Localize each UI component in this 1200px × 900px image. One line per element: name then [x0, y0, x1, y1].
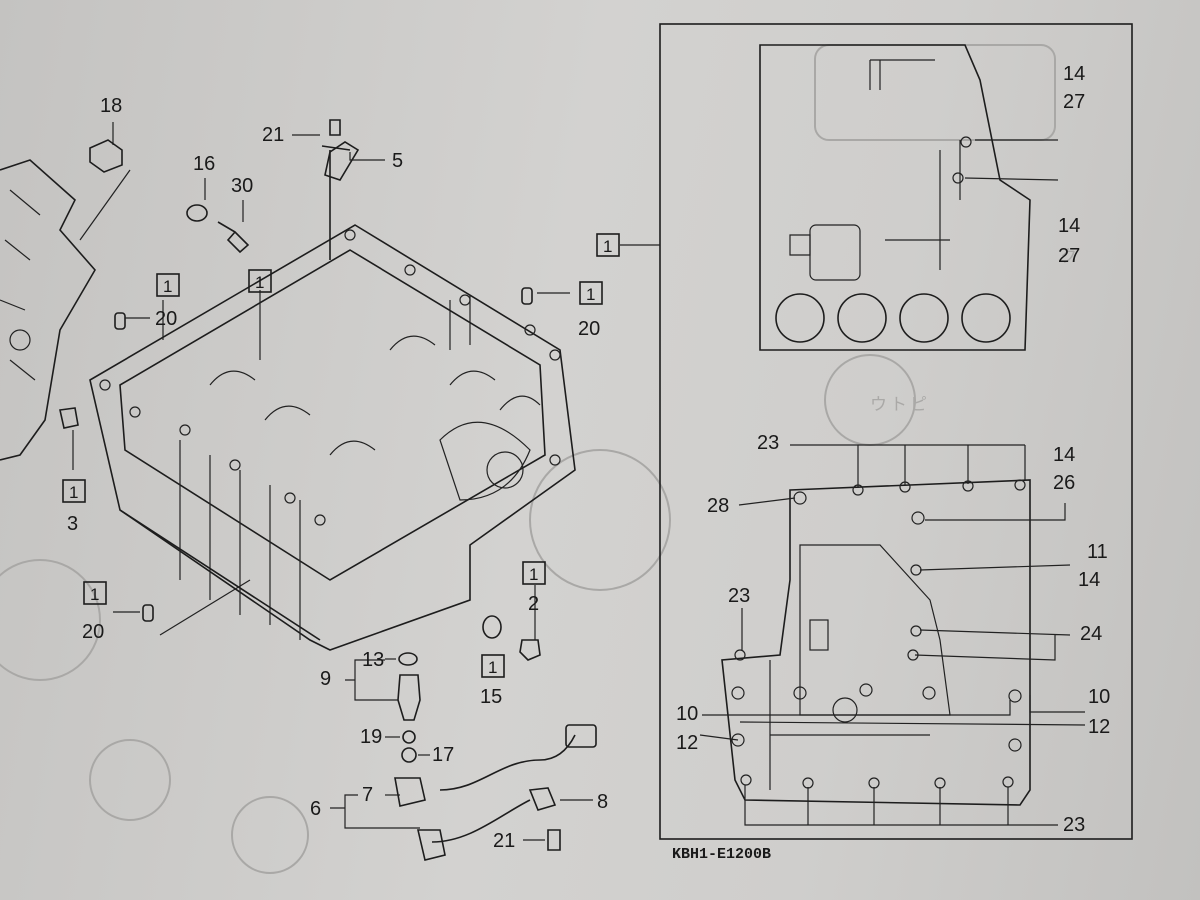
callout-17: 17 [432, 744, 454, 766]
callout-24: 24 [1080, 623, 1102, 645]
boxed-ref-text: 1 [488, 658, 497, 677]
bleed-text: ト [890, 395, 907, 414]
bolt-2 [519, 639, 541, 661]
callout-16: 16 [193, 153, 215, 175]
boxed-ref [83, 581, 107, 605]
callout-12: 12 [676, 732, 698, 754]
bolt-21-upper [321, 119, 351, 260]
bleed-text: ク [1060, 247, 1077, 266]
rim-bolt-holes [99, 229, 561, 526]
callout-10: 10 [676, 703, 698, 725]
callout-15: 15 [480, 686, 502, 708]
callout-19: 19 [360, 726, 382, 748]
connector [565, 724, 597, 748]
boxed-ref-text: 1 [529, 565, 538, 584]
figure-code: KBH1-E1200B [672, 846, 771, 863]
callout-18: 18 [100, 95, 122, 117]
callout-20: 20 [155, 308, 177, 330]
callout-23: 23 [1063, 814, 1085, 836]
callout-27: 27 [1063, 91, 1085, 113]
callout-5: 5 [392, 150, 403, 172]
callout-21: 21 [493, 830, 515, 852]
inset-upper-case [759, 44, 1059, 351]
inset-lower-case [699, 444, 1086, 826]
callout-labels: 18 16 30 21 5 20 20 20 3 2 15 13 9 19 17… [67, 63, 1110, 852]
callout-14: 14 [1053, 444, 1075, 466]
bolt-21-lower [547, 829, 561, 851]
bleed-through-artwork: ク ウ ト ピ [0, 44, 1077, 874]
inset-panel [620, 23, 1133, 840]
switch-9 [397, 674, 421, 721]
dowel-20-left [114, 312, 126, 330]
callout-21: 21 [262, 124, 284, 146]
boxed-ref-text: 1 [255, 273, 264, 292]
callout-23: 23 [728, 585, 750, 607]
callout-8: 8 [597, 791, 608, 813]
washer-15 [482, 615, 502, 639]
callout-3: 3 [67, 513, 78, 535]
clip-8 [528, 787, 557, 811]
inset-bolt-holes [731, 479, 1026, 789]
boxed-ref-text: 1 [163, 277, 172, 296]
dowel-20-right [521, 287, 533, 305]
callout-7: 7 [362, 784, 373, 806]
plug-3 [59, 407, 79, 429]
callout-11: 11 [1087, 541, 1108, 563]
grommet-6 [416, 829, 446, 861]
callout-14: 14 [1058, 215, 1080, 237]
callout-14: 14 [1063, 63, 1085, 85]
callout-28: 28 [707, 495, 729, 517]
harness-6 [439, 734, 576, 791]
callout-12: 12 [1088, 716, 1110, 738]
hardware-parts [59, 119, 597, 861]
callout-10: 10 [1088, 686, 1110, 708]
leader-lines-left [72, 122, 593, 841]
o-ring-17 [401, 747, 417, 763]
nut-18 [89, 139, 123, 173]
boxed-ref [522, 561, 546, 585]
callout-2: 2 [528, 593, 539, 615]
boxed-ref-text: 1 [586, 285, 595, 304]
boxed-ref-text: 1 [90, 585, 99, 604]
boxed-references: 1 1 1 1 1 1 1 1 [62, 233, 620, 678]
dowel-20-lower [142, 604, 154, 622]
boxed-ref [248, 269, 272, 293]
harness-wire [431, 799, 531, 843]
boxed-ref [62, 479, 86, 503]
boxed-ref [579, 281, 603, 305]
bracket-5 [324, 141, 360, 181]
bolt-30 [217, 221, 250, 254]
inset-frame [659, 23, 1133, 840]
callout-6: 6 [310, 798, 321, 820]
callout-14: 14 [1078, 569, 1100, 591]
callout-23: 23 [757, 432, 779, 454]
callout-9: 9 [320, 668, 331, 690]
clamp-7 [394, 777, 426, 807]
boxed-ref [481, 654, 505, 678]
washer-13 [398, 652, 418, 666]
boxed-ref-text: 1 [69, 483, 78, 502]
callout-27: 27 [1058, 245, 1080, 267]
callout-13: 13 [362, 649, 384, 671]
bleed-text: ウ [870, 395, 887, 414]
bleed-text: ピ [910, 395, 927, 414]
crankcase-lower-assembly [0, 159, 576, 651]
callout-20: 20 [82, 621, 104, 643]
callout-20: 20 [578, 318, 600, 340]
callout-30: 30 [231, 175, 253, 197]
washer-16 [186, 204, 208, 222]
boxed-ref-text: 1 [603, 237, 612, 256]
callout-26: 26 [1053, 472, 1075, 494]
ring-19 [402, 730, 416, 744]
boxed-ref [156, 273, 180, 297]
boxed-ref [596, 233, 620, 257]
